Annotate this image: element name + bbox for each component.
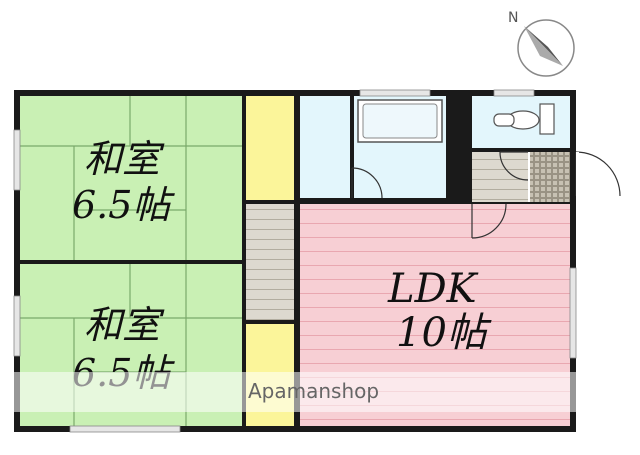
watermark: Apamanshop <box>0 372 640 412</box>
window-left-upper <box>13 129 21 191</box>
compass-north-label: N <box>508 10 518 26</box>
entrance-tile <box>530 152 572 202</box>
wall-entrance-bottom <box>472 202 570 204</box>
washitsu-upper-size: 6.5帖 <box>72 183 175 227</box>
ldk-name: LDK <box>387 266 479 312</box>
hallway <box>246 204 294 320</box>
wall-wet-bottom <box>300 198 450 204</box>
wall-top <box>14 90 576 96</box>
doors <box>351 151 621 239</box>
front-door-opening <box>576 152 579 196</box>
wall-bottom <box>14 426 576 432</box>
wall-hall-right <box>294 96 300 426</box>
wall-right-upper <box>570 90 576 202</box>
wall-wash-bath <box>350 96 354 198</box>
washroom-floor <box>300 96 350 198</box>
wall-washitsu-divider <box>20 260 246 264</box>
wall-closet-lower-top <box>246 320 294 324</box>
wall-toilet-bottom <box>472 148 570 152</box>
room-labels: 和室 6.5帖 和室 6.5帖 LDK 10帖 <box>72 137 492 395</box>
window-right-ldk <box>569 267 577 359</box>
windows <box>13 89 577 433</box>
window-left-lower <box>13 295 21 357</box>
washitsu-upper-floor <box>20 96 242 260</box>
wall-closet-upper-bottom <box>246 200 294 204</box>
closet-upper <box>246 96 294 200</box>
door-toilet <box>499 151 529 181</box>
compass-needle-light <box>524 26 563 66</box>
washitsu-lower-name: 和室 <box>84 303 165 347</box>
washitsu-upper-name: 和室 <box>84 137 165 181</box>
watermark-text: Apamanshop <box>248 379 379 403</box>
watermark-band <box>0 372 640 412</box>
compass: N <box>508 10 575 77</box>
entrance-hall <box>472 152 528 202</box>
toilet-fixture <box>493 103 555 135</box>
window-toilet <box>493 89 535 97</box>
door-ldk <box>471 203 507 239</box>
bathtub <box>357 99 443 143</box>
window-bottom-washitsu <box>69 425 181 433</box>
door-front <box>575 151 621 197</box>
window-bath <box>359 89 431 97</box>
door-washroom <box>351 167 383 199</box>
wall-bath-right <box>446 96 472 204</box>
wall-washitsu-right <box>242 96 246 426</box>
wall-left <box>14 90 20 432</box>
ldk-size: 10帖 <box>396 310 492 356</box>
